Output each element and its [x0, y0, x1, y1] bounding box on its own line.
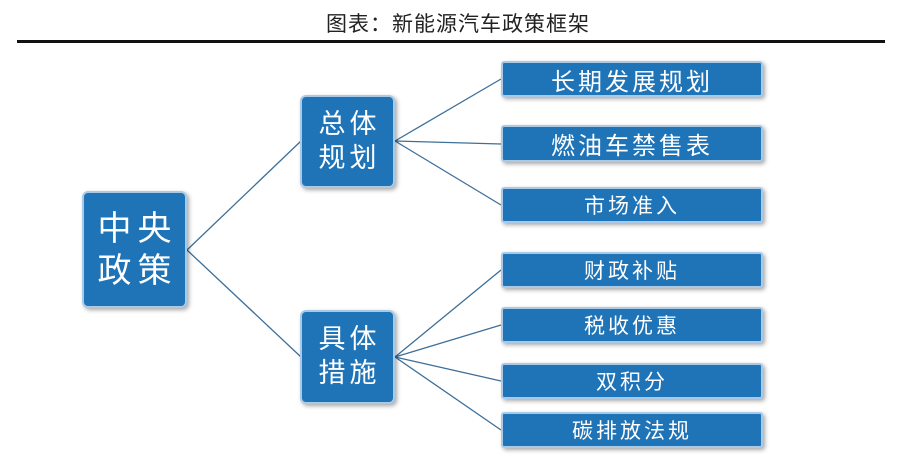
leaf-node-label: 财政补贴: [584, 259, 680, 283]
diagram-title: 图表：新能源汽车政策框架: [326, 12, 590, 36]
leaf-node: 长期发展规划: [501, 61, 763, 97]
branch-node-overall-planning: 总体规划: [300, 95, 395, 188]
connector-branch-2-leaf-4: [394, 356, 502, 431]
connector-branch-1-leaf-2: [394, 140, 502, 145]
root-node: 中央政策: [82, 191, 187, 308]
connector-root-branch-1: [186, 140, 302, 251]
leaf-node: 税收优惠: [501, 307, 763, 343]
leaf-node: 燃油车禁售表: [501, 125, 763, 162]
leaf-node-label: 碳排放法规: [572, 419, 692, 443]
branch-node-specific-measures: 具体措施: [300, 310, 395, 404]
branch-node-label: 总体规划: [318, 108, 381, 174]
leaf-node-label: 燃油车禁售表: [551, 132, 713, 160]
connector-branch-1-leaf-3: [394, 140, 502, 206]
leaf-node: 市场准入: [501, 187, 763, 223]
leaf-node: 双积分: [501, 363, 763, 399]
leaf-node-label: 税收优惠: [584, 314, 680, 338]
title-underline: [17, 40, 885, 43]
leaf-node: 碳排放法规: [501, 412, 763, 448]
connector-branch-1-leaf-1: [394, 78, 502, 142]
leaf-node-label: 市场准入: [584, 194, 680, 218]
connector-root-branch-2: [186, 249, 302, 358]
connector-branch-2-leaf-1: [394, 269, 502, 358]
branch-node-label: 具体措施: [318, 324, 381, 389]
leaf-node: 财政补贴: [501, 252, 763, 288]
root-node-label: 中央政策: [97, 208, 178, 291]
connector-branch-2-leaf-3: [394, 356, 502, 382]
leaf-node-label: 长期发展规划: [551, 67, 713, 96]
leaf-node-label: 双积分: [596, 370, 668, 394]
connector-branch-2-leaf-2: [394, 324, 502, 358]
